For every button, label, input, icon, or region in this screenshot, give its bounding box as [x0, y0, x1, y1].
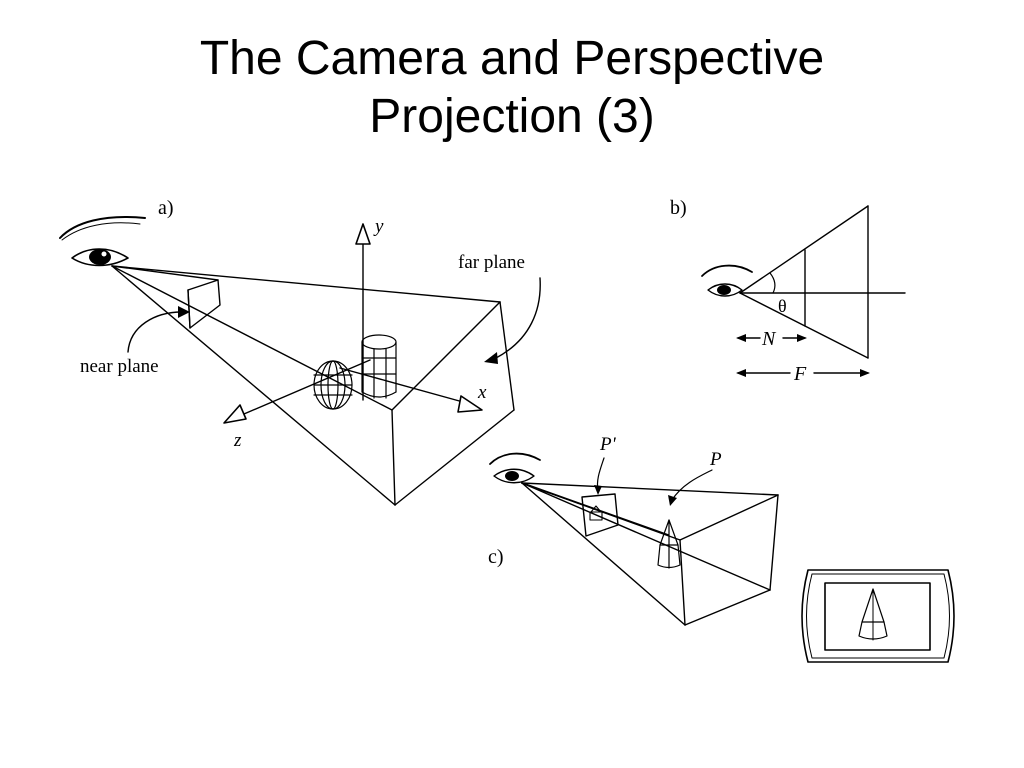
screen-window [801, 569, 955, 663]
slide-title: The Camera and Perspective Projection (3… [0, 30, 1024, 146]
cylinder-object [361, 334, 397, 399]
panel-b-label: b) [670, 197, 687, 219]
dimension-f [736, 369, 870, 377]
frustum-a [111, 265, 515, 506]
far-plane-label: far plane [458, 252, 525, 273]
panel-a: a) [59, 197, 541, 506]
barrel-object [313, 360, 353, 410]
eye-icon-b [701, 264, 753, 297]
far-plane-pointer [495, 277, 541, 359]
axis-z-label: z [233, 430, 242, 451]
panel-c-label: c) [488, 546, 504, 568]
projected-cone [589, 505, 603, 521]
near-distance-label: N [761, 328, 777, 350]
eye-icon-a [59, 216, 146, 267]
projected-point-label: P' [599, 434, 617, 455]
frustum-c [521, 482, 779, 626]
cone-object [657, 519, 681, 569]
dimension-n [736, 334, 807, 342]
panel-b: b) θ N F [670, 197, 906, 385]
panel-a-label: a) [158, 197, 174, 219]
slide-title-line-1: The Camera and Perspective [199, 32, 825, 85]
axis-x-label: x [477, 382, 487, 403]
far-distance-label: F [793, 363, 807, 385]
near-plane-label: near plane [80, 356, 159, 377]
point-label: P [709, 449, 722, 470]
slide-title-line-2: Projection (3) [369, 90, 655, 143]
panel-c: c) [488, 434, 955, 663]
near-plane-pointer [127, 311, 183, 353]
eye-icon-c [489, 452, 541, 484]
theta-label: θ [778, 296, 787, 316]
axis-y-label: y [373, 216, 384, 237]
